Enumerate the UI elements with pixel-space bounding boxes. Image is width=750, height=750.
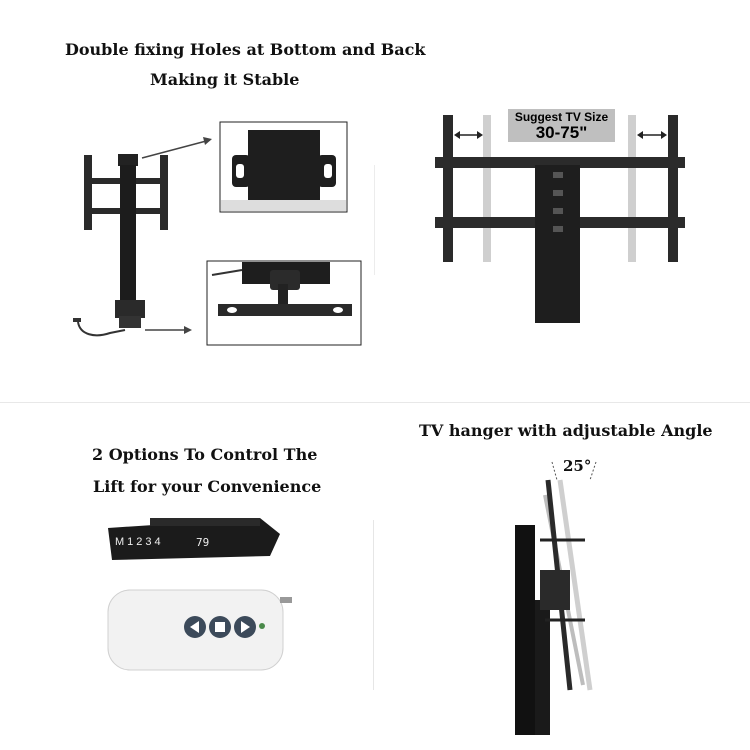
control-options-title-line2: Lift for your Convenience (93, 477, 322, 496)
arrow-to-back-detail (141, 139, 211, 159)
bottom-holes-detail (206, 260, 362, 346)
tv-mount-image (435, 115, 685, 323)
tilt-bracket-image (515, 461, 597, 735)
remote-control-image (107, 589, 292, 671)
suggested-tv-size-label: Suggest TV Size (514, 110, 609, 124)
control-options-title-line1: 2 Options To Control The (92, 445, 318, 464)
suggested-tv-size-value: 30-75" (535, 123, 588, 142)
vertical-divider-bottom (373, 520, 374, 690)
horizontal-divider (0, 402, 750, 403)
vertical-divider-top (374, 165, 375, 275)
tilt-title: TV hanger with adjustable Angle (419, 421, 713, 440)
tilt-angle-label: 25° (563, 457, 592, 475)
control-panel-display: 79 (196, 536, 210, 549)
control-panel-keys: M1234 (115, 536, 164, 548)
back-holes-detail (219, 121, 348, 213)
stability-title-line1: Double fixing Holes at Bottom and Back (65, 40, 426, 59)
lift-column-image (73, 154, 168, 337)
wired-control-panel-image (108, 518, 280, 560)
suggested-tv-size-badge: Suggest TV Size 30-75" (508, 109, 615, 142)
stability-title-line2: Making it Stable (150, 70, 300, 89)
